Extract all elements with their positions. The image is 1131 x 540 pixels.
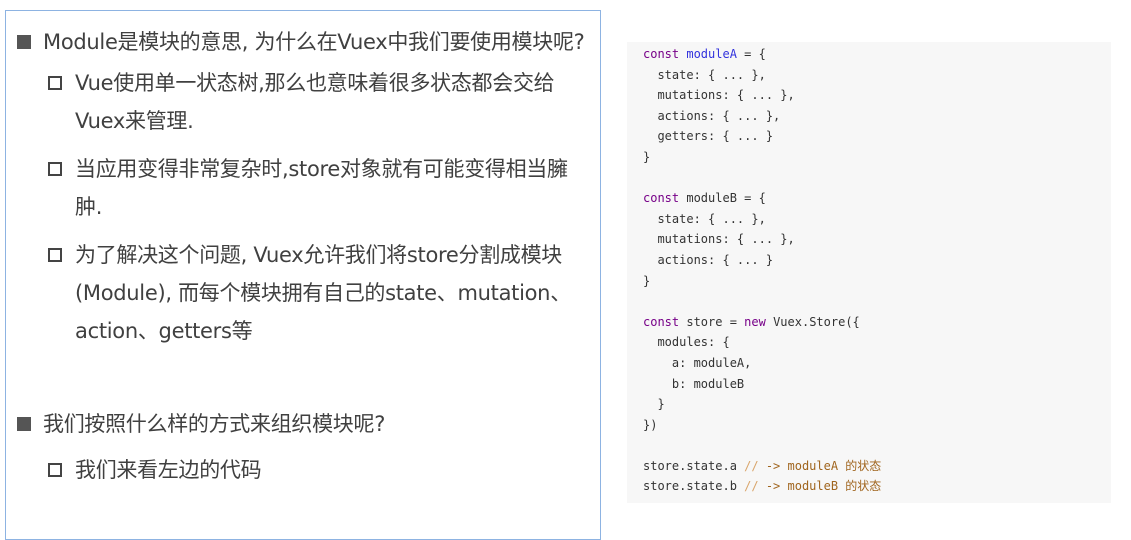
code-line: b: moduleB xyxy=(643,376,745,391)
code-line: mutations: { ... }, xyxy=(643,88,795,103)
filled-square-bullet-icon xyxy=(17,417,31,431)
bullet-item: Module是模块的意思, 为什么在Vuex中我们要使用模块呢? xyxy=(17,23,585,61)
code-line: const moduleB = { xyxy=(643,191,766,206)
sub-bullet-item: 为了解决这个问题, Vuex允许我们将store分割成模块(Module), 而… xyxy=(48,236,585,350)
code-line: mutations: { ... }, xyxy=(643,232,795,247)
code-line: actions: { ... } xyxy=(643,252,774,267)
code-line: state: { ... }, xyxy=(643,211,766,226)
code-line: store.state.b // -> moduleB 的状态 xyxy=(643,479,882,494)
bullet-text: 当应用变得非常复杂时,store对象就有可能变得相当臃肿. xyxy=(75,157,568,219)
code-line: modules: { xyxy=(643,335,730,350)
code-line: const store = new Vuex.Store({ xyxy=(643,314,860,329)
bullet-text: Vue使用单一状态树,那么也意味着很多状态都会交给Vuex来管理. xyxy=(75,71,555,133)
filled-square-bullet-icon xyxy=(17,35,31,49)
bullet-text: Module是模块的意思, 为什么在Vuex中我们要使用模块呢? xyxy=(43,30,585,54)
sub-bullet-item: 我们来看左边的代码 xyxy=(48,451,585,489)
code-block: const moduleA = { state: { ... }, mutati… xyxy=(627,42,1111,503)
code-line-blank xyxy=(643,168,1111,189)
bullet-item: 我们按照什么样的方式来组织模块呢? xyxy=(17,405,385,443)
sub-bullet-item: 当应用变得非常复杂时,store对象就有可能变得相当臃肿. xyxy=(48,150,585,226)
text-panel: Module是模块的意思, 为什么在Vuex中我们要使用模块呢? Vue使用单一… xyxy=(5,10,601,540)
bullet-text: 我们来看左边的代码 xyxy=(75,458,262,482)
code-line: getters: { ... } xyxy=(643,129,774,144)
code-line: actions: { ... }, xyxy=(643,108,781,123)
sub-bullet-item: Vue使用单一状态树,那么也意味着很多状态都会交给Vuex来管理. xyxy=(48,64,585,140)
hollow-square-bullet-icon xyxy=(48,162,62,176)
bullet-text: 我们按照什么样的方式来组织模块呢? xyxy=(43,412,386,436)
code-line: } xyxy=(643,397,665,412)
code-line-blank xyxy=(643,291,1111,312)
code-line: a: moduleA, xyxy=(643,355,752,370)
bullet-text: 为了解决这个问题, Vuex允许我们将store分割成模块(Module), 而… xyxy=(75,243,571,343)
code-line: store.state.a // -> moduleA 的状态 xyxy=(643,458,882,473)
code-line: } xyxy=(643,273,651,288)
code-line: state: { ... }, xyxy=(643,67,766,82)
code-line-blank xyxy=(643,435,1111,456)
code-line: } xyxy=(643,149,651,164)
hollow-square-bullet-icon xyxy=(48,463,62,477)
hollow-square-bullet-icon xyxy=(48,248,62,262)
hollow-square-bullet-icon xyxy=(48,76,62,90)
code-line: }) xyxy=(643,417,658,432)
code-line: const moduleA = { xyxy=(643,47,766,61)
